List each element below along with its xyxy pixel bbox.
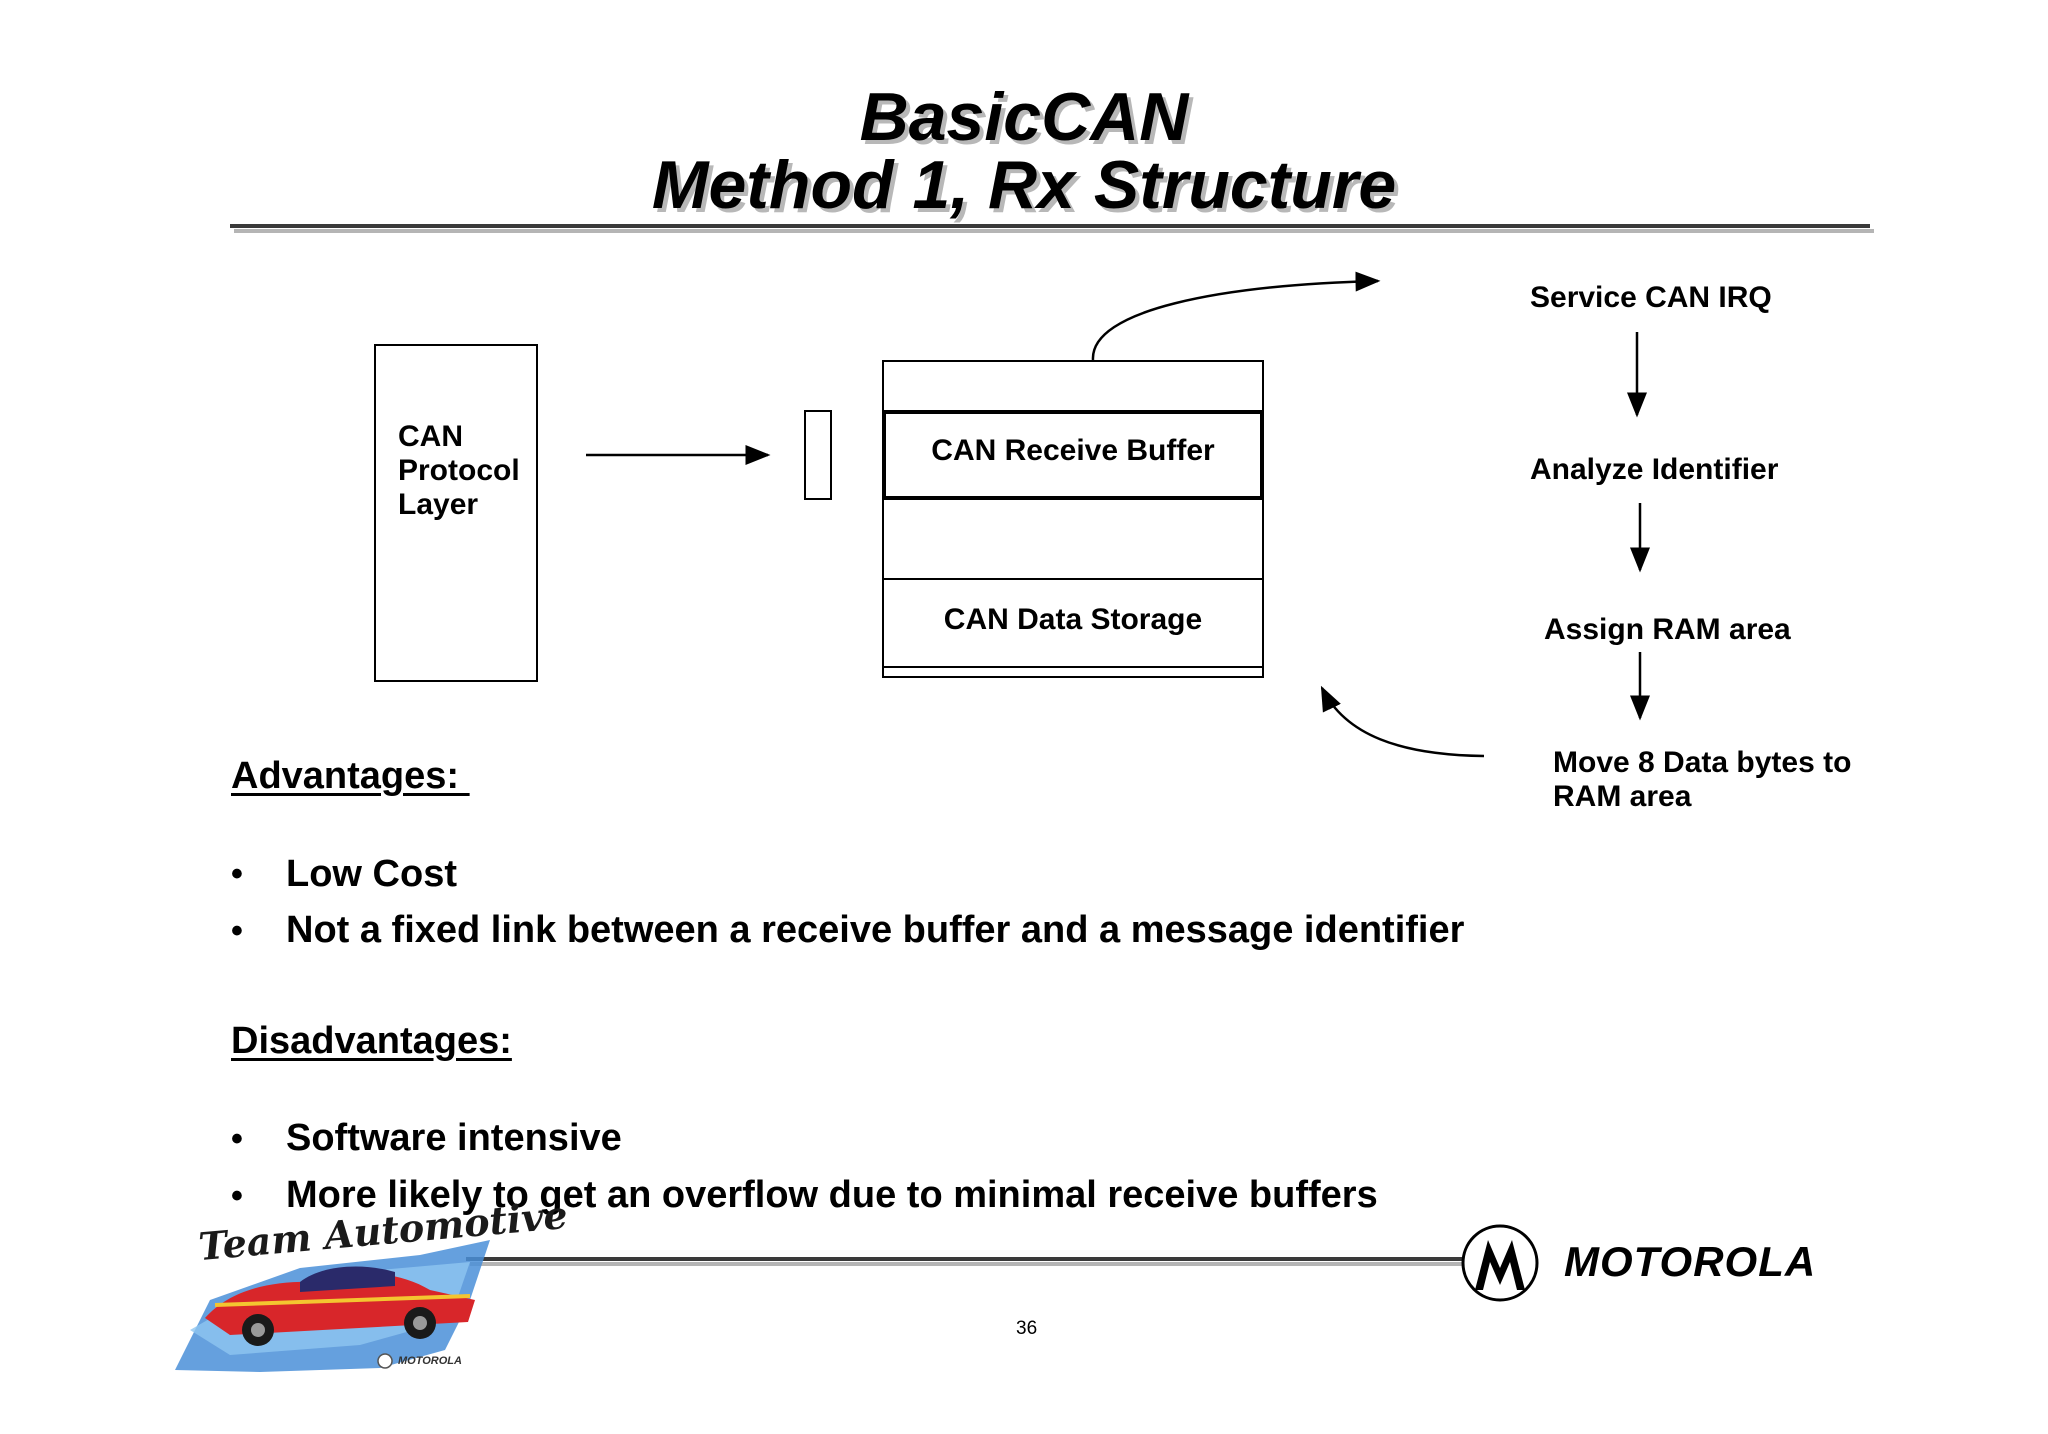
disadvantages-heading: Disadvantages: [231, 1020, 512, 1062]
team-logo-motorola: MOTOROLA [398, 1355, 462, 1367]
bullet-symbol: • [231, 912, 243, 950]
move-to-storage-arrow [1320, 685, 1485, 758]
motorola-wordmark: MOTOROLA [1564, 1238, 1817, 1285]
page-number: 36 [1016, 1318, 1038, 1339]
flow-step-service-irq: Service CAN IRQ [1530, 281, 1772, 314]
can-receive-buffer-label: CAN Receive Buffer [931, 434, 1215, 467]
footer-rule [466, 1257, 1466, 1261]
bullet-symbol: • [231, 1177, 243, 1215]
can-data-storage-label: CAN Data Storage [943, 603, 1203, 636]
protocol-layer-label-1: CAN [398, 420, 463, 453]
can-protocol-layer-box [374, 344, 538, 682]
disadvantage-item-1: Software intensive [286, 1117, 622, 1159]
page-title: BasicCAN [859, 79, 1189, 155]
disadvantage-item-2: More likely to get an overflow due to mi… [286, 1174, 1378, 1216]
advantage-item-1: Low Cost [286, 853, 457, 895]
title-rule-shadow [234, 229, 1874, 233]
can-receive-buffer-box [882, 410, 1264, 500]
title-rule [230, 224, 1870, 228]
bullet-symbol: • [231, 1120, 243, 1158]
storage-bottom-line [882, 666, 1264, 668]
page-subtitle: Method 1, Rx Structure [651, 147, 1397, 223]
storage-top-line [882, 578, 1264, 580]
protocol-layer-label-3: Layer [398, 488, 479, 521]
buffer-to-irq-arrow [1091, 271, 1381, 361]
bullet-symbol: • [231, 855, 243, 893]
flow-step-analyze-identifier: Analyze Identifier [1530, 453, 1779, 486]
footer-rule-shadow [470, 1262, 1470, 1266]
advantage-item-2: Not a fixed link between a receive buffe… [286, 909, 1465, 951]
advantages-heading: Advantages: [231, 755, 470, 797]
protocol-layer-label-2: Protocol [398, 454, 520, 487]
flow-step-move-bytes: Move 8 Data bytes to [1553, 746, 1852, 779]
flow-step-assign-ram: Assign RAM area [1544, 613, 1791, 646]
small-buffer-box [804, 410, 832, 500]
flow-step-move-bytes-2: RAM area [1553, 780, 1692, 813]
